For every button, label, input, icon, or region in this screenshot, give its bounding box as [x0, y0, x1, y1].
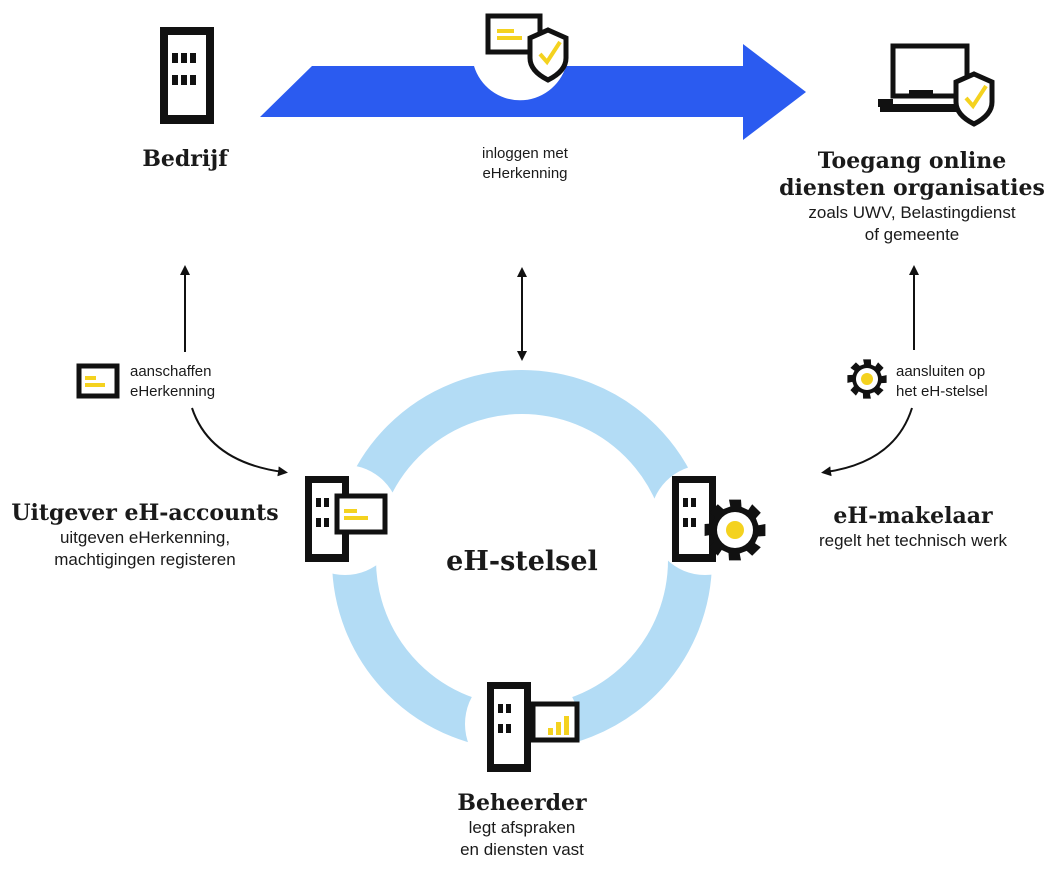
building-chart-icon [487, 682, 580, 772]
arrow-to-uitgever [191, 407, 288, 477]
arrow-to-makelaar [821, 407, 913, 477]
makelaar-sub: regelt het technisch werk [818, 531, 1008, 550]
beheerder-sub-line1: legt afspraken [468, 818, 576, 837]
toegang-title-line1: Toegang online [817, 148, 1007, 174]
toegang-label: Toegang online diensten organisaties zoa… [772, 148, 1052, 246]
laptop-shield-icon [878, 43, 995, 127]
uitgever-title: Uitgever eH-accounts [11, 500, 279, 526]
login-flow-label-line2: eHerkenning [482, 165, 568, 182]
bedrijf-title: Bedrijf [142, 146, 228, 172]
beheerder-sub-line2: en diensten vast [460, 840, 584, 859]
beheerder-label: Beheerder legt afspraken en diensten vas… [410, 790, 634, 861]
login-flow-arrow [260, 44, 806, 140]
aansluiten-line2: het eH-stelsel [896, 383, 988, 400]
building-icon [160, 27, 214, 124]
toegang-sub-line1: zoals UWV, Belastingdienst [808, 203, 1016, 222]
building-card-icon [305, 476, 388, 562]
aanschaffen-line1: aanschaffen [130, 363, 212, 380]
gear-icon [847, 359, 887, 399]
makelaar-label: eH-makelaar regelt het technisch werk [778, 503, 1048, 552]
building-gear-icon [672, 476, 766, 562]
uitgever-sub-line2: machtigingen registeren [54, 550, 236, 569]
id-card-icon [76, 363, 120, 399]
toegang-title-line2: diensten organisaties [779, 175, 1045, 201]
toegang-sub-line2: of gemeente [864, 225, 960, 244]
id-card-shield-icon [485, 13, 569, 83]
login-flow-label: inloggen met eHerkenning [440, 144, 610, 184]
aansluiten-line1: aansluiten op [896, 363, 986, 380]
aansluiten-label: aansluiten op het eH-stelsel [896, 362, 1046, 402]
aanschaffen-line2: eHerkenning [130, 383, 216, 400]
makelaar-title: eH-makelaar [833, 503, 993, 529]
beheerder-title: Beheerder [457, 790, 587, 816]
uitgever-sub-line1: uitgeven eHerkenning, [59, 528, 231, 547]
uitgever-label: Uitgever eH-accounts uitgeven eHerkennin… [0, 500, 290, 571]
login-flow-label-line1: inloggen met [482, 145, 568, 162]
aanschaffen-label: aanschaffen eHerkenning [130, 362, 270, 402]
center-title: eH-stelsel [446, 546, 598, 577]
